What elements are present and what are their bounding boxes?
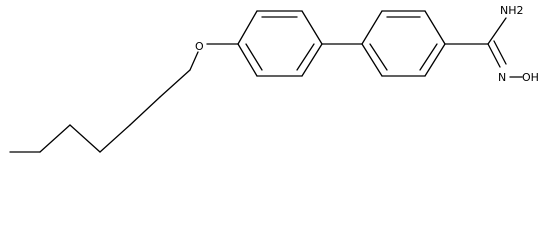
bond — [301, 43, 323, 77]
bond — [296, 43, 315, 71]
double-bond — [493, 40, 507, 65]
bond — [424, 43, 446, 77]
imine-nitrogen-label: N — [498, 71, 506, 84]
bond — [39, 124, 71, 153]
bond — [369, 43, 388, 71]
benzene-ring-right — [361, 10, 446, 77]
bond — [361, 43, 383, 77]
oxygen-atom-label: O — [195, 40, 204, 53]
bond — [99, 124, 131, 153]
heptyl-chain — [9, 69, 191, 153]
benzene-ring-left — [237, 10, 323, 77]
bond — [237, 10, 258, 45]
double-bond — [487, 43, 501, 68]
bond — [361, 10, 383, 45]
bond — [69, 124, 101, 153]
chemical-structure: O NH2 N OH — [9, 4, 539, 153]
bond — [424, 10, 446, 45]
bond — [487, 17, 507, 45]
bond — [245, 43, 263, 71]
bond — [237, 43, 258, 77]
bond — [419, 43, 438, 71]
hydroxyl-label: OH — [522, 71, 539, 84]
bond — [129, 96, 161, 126]
bond — [189, 51, 199, 71]
bond — [159, 69, 191, 98]
amine-label: NH2 — [500, 4, 524, 17]
bond — [301, 10, 323, 45]
